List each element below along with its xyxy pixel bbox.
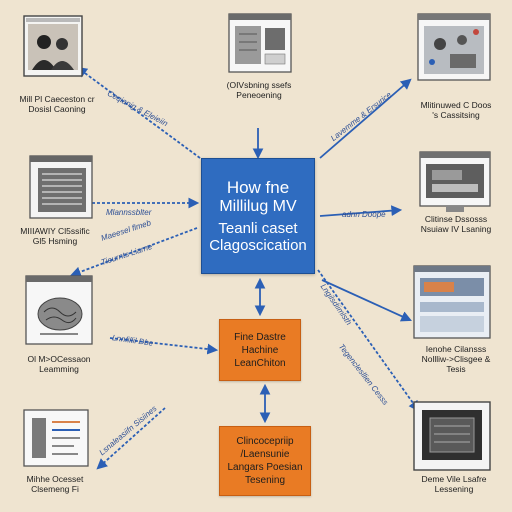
caption-lower-left-line-1: Ol M>OCessaon <box>27 354 91 364</box>
middle-box-line-1: Fine Dastre <box>234 331 286 343</box>
arrow-top-left <box>76 66 201 159</box>
caption-bottom-right-line-1: Deme Vile Lsafre <box>421 474 487 484</box>
caption-top-left: Mill Pl Caeceston cr Dosisl Caoning <box>12 94 102 114</box>
caption-bottom-left-line-2: Clsemeng Fi <box>31 484 79 494</box>
arrow-left-to-middle <box>109 337 219 355</box>
ml-training-window-icon <box>228 13 292 73</box>
middle-box-line-3: LeanChiton <box>234 357 286 369</box>
center-line-1: How fne <box>226 178 290 197</box>
bottom-box-line-2: /Laensunie <box>240 449 290 460</box>
center-line-4: Clagoscication <box>209 237 307 254</box>
caption-top-right-line-2: 's Cassitsing <box>432 110 480 120</box>
arrow-top-right <box>319 78 412 159</box>
bottom-box-line-3: Langars Poesian <box>227 462 303 473</box>
caption-mid-left-line-1: MIIIAWIY Cl5ssific <box>20 226 90 236</box>
bottom-box-line-4: Tesening <box>244 475 286 486</box>
middle-box-line-2: Hachine <box>241 344 279 356</box>
edge-label-center-right: adnn Doope <box>342 210 386 219</box>
arrow-bottom-left <box>96 407 166 470</box>
edge-label-upper-left-a: Mlannssblter <box>106 208 152 217</box>
connectors <box>69 66 420 470</box>
caption-bottom-right: Deme Vile Lsafre Lessening <box>404 474 504 494</box>
arrow-right-lower <box>321 279 412 322</box>
center-line-2: Millilug MV <box>219 198 297 215</box>
caption-lower-right-line-1: Ienohe Cilansss <box>425 344 487 354</box>
caption-bottom-right-line-2: Lessening <box>434 484 474 494</box>
caption-lower-left-line-2: Leamming <box>39 364 79 374</box>
caption-lower-right-line-2: Nollliw->Clisgee & <box>421 354 491 364</box>
caption-top-center: (OIVsbning ssefs Peneoening <box>214 80 304 100</box>
center-topic-box: How fne Millilug MV Teanli caset Clagosc… <box>201 158 315 274</box>
server-rack-icon <box>29 155 93 219</box>
caption-top-right: Mlitinuwed C Doos 's Cassitsing <box>406 100 506 120</box>
arrow-center-right <box>319 205 403 217</box>
caption-lower-right-line-3: Tesis <box>446 364 466 374</box>
neural-brain-icon <box>25 275 93 345</box>
caption-bottom-left: Mihhe Ocesset Clsemeng Fi <box>10 474 100 494</box>
caption-top-center-line-2: Peneoening <box>236 90 282 100</box>
desktop-monitor-icon <box>419 151 491 212</box>
researchers-photo-icon <box>23 15 83 77</box>
caption-mid-left: MIIIAWIY Cl5ssific Gl5 Hsming <box>10 226 100 246</box>
caption-top-left-line-1: Mill Pl Caeceston cr <box>19 94 95 104</box>
caption-top-right-line-1: Mlitinuwed C Doos <box>420 100 492 110</box>
caption-mid-right-line-1: Clitinse Dssosss <box>424 214 488 224</box>
data-dashboard-icon <box>413 265 491 339</box>
language-processing-box: Clincocepriip /Laensunie Langars Poesian… <box>219 426 311 496</box>
center-line-3: Teanli caset <box>218 220 298 237</box>
robot-hardware-icon <box>417 13 491 81</box>
caption-bottom-left-line-1: Mihhe Ocesset <box>26 474 84 484</box>
caption-lower-right: Ienohe Cilansss Nollliw->Clisgee & Tesis <box>404 344 508 374</box>
display-terminal-icon <box>413 401 491 471</box>
caption-mid-right: Clitinse Dssosss Nsuiaw IV Lsaning <box>404 214 508 234</box>
caption-lower-left: Ol M>OCessaon Leamming <box>14 354 104 374</box>
bottom-box-line-1: Clincocepriip <box>236 436 294 447</box>
document-report-icon <box>23 409 89 467</box>
caption-top-center-line-1: (OIVsbning ssefs <box>226 80 292 90</box>
caption-mid-left-line-2: Gl5 Hsming <box>32 236 78 246</box>
arrow-right-diagonal <box>317 269 420 412</box>
arrow-center-left <box>69 227 198 278</box>
caption-mid-right-line-2: Nsuiaw IV Lsaning <box>420 224 492 234</box>
caption-top-left-line-2: Dosisl Caoning <box>28 104 86 114</box>
fine-tuning-box: Fine Dastre Hachine LeanChiton <box>219 319 301 381</box>
